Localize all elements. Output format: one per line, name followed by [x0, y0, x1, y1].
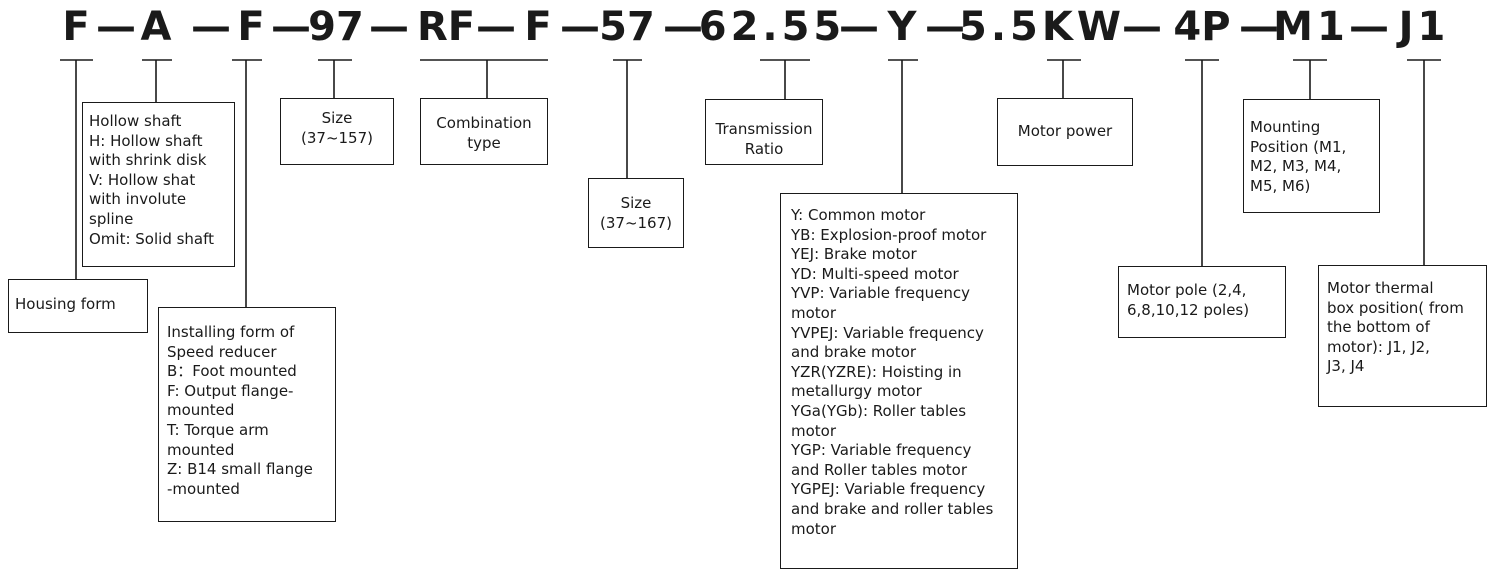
separator-dash: —: [191, 4, 231, 50]
box-line: Housing form: [15, 295, 116, 313]
box-line: type: [467, 133, 501, 152]
box-line: H: Hollow shaft: [89, 131, 203, 150]
housing-form-box: Housing form: [8, 279, 148, 333]
code-housing-form: F: [62, 4, 90, 50]
box-line: Transmission: [715, 120, 813, 138]
box-line: T: Torque arm: [167, 420, 269, 439]
code-motor-power: 5.5KW: [959, 4, 1125, 50]
code-motor-pole: 4P: [1173, 4, 1231, 50]
separator-dash: —: [1239, 4, 1279, 50]
combination-type-box: Combination type: [420, 98, 548, 165]
box-line: Z: B14 small flange: [167, 460, 313, 479]
separator-dash: —: [369, 4, 409, 50]
box-line: mounted: [167, 440, 235, 459]
box-line: Installing form of: [167, 323, 295, 341]
code-thermal-box: J1: [1398, 4, 1450, 50]
box-line: Size: [321, 109, 353, 127]
box-line: M5, M6): [1250, 176, 1311, 195]
box-line: motor: [791, 421, 837, 440]
code-size-57: 57: [599, 4, 655, 50]
installing-form-box: Installing form of Speed reducer B：Foot …: [158, 307, 336, 522]
code-size-97: 97: [308, 4, 364, 50]
separator-dash: —: [1349, 4, 1389, 50]
separator-dash: —: [476, 4, 516, 50]
box-line: and Roller tables motor: [791, 460, 968, 479]
box-line: YVPEJ: Variable frequency: [791, 323, 984, 342]
box-line: box position( from: [1327, 298, 1464, 317]
box-line: motor: [791, 519, 837, 538]
box-line: B：Foot mounted: [167, 362, 297, 381]
box-line: (37~167): [600, 213, 672, 232]
motor-pole-box: Motor pole (2,4, 6,8,10,12 poles): [1118, 266, 1286, 338]
box-line: YVP: Variable frequency: [791, 284, 971, 303]
separator-dash: —: [1122, 4, 1162, 50]
code-installing-form: F: [237, 4, 265, 50]
box-line: -mounted: [167, 479, 240, 498]
box-line: V: Hollow shat: [89, 170, 196, 189]
box-line: motor: [791, 303, 837, 322]
box-line: Hollow shaft: [89, 112, 182, 130]
box-line: the bottom of: [1327, 318, 1430, 337]
box-line: metallurgy motor: [791, 382, 922, 401]
box-line: M2, M3, M4,: [1250, 157, 1342, 176]
code-motor-type: Y: [887, 4, 917, 50]
separator-dash: —: [839, 4, 879, 50]
box-line: YB: Explosion-proof motor: [791, 225, 987, 244]
separator-dash: —: [663, 4, 703, 50]
code-f-second: F: [524, 4, 552, 50]
size-97-box: Size (37~157): [280, 98, 394, 165]
box-line: Combination: [436, 114, 532, 132]
box-line: Motor thermal: [1327, 279, 1434, 297]
box-line: Size: [620, 194, 652, 212]
box-line: and brake motor: [791, 343, 917, 362]
box-line: YD: Multi-speed motor: [791, 264, 959, 283]
box-line: Position (M1,: [1250, 137, 1347, 156]
code-mounting-position: M1: [1273, 4, 1349, 50]
box-line: with shrink disk: [89, 151, 207, 170]
box-line: Omit: Solid shaft: [89, 229, 215, 248]
box-line: Mounting: [1250, 118, 1321, 136]
hollow-shaft-box: Hollow shaft H: Hollow shaft with shrink…: [82, 102, 235, 267]
box-line: YGPEJ: Variable frequency: [791, 480, 986, 499]
separator-dash: —: [925, 4, 965, 50]
separator-dash: —: [271, 4, 311, 50]
box-line: YZR(YZRE): Hoisting in: [791, 362, 962, 381]
code-hollow-shaft: A: [140, 4, 172, 50]
size-57-box: Size (37~167): [588, 178, 684, 248]
code-combination-type: RF: [416, 4, 476, 50]
box-line: (37~157): [301, 128, 373, 147]
box-line: J3, J4: [1327, 357, 1365, 376]
transmission-ratio-box: Transmission Ratio: [705, 99, 823, 165]
separator-dash: —: [96, 4, 136, 50]
box-line: spline: [89, 209, 134, 228]
code-transmission-ratio: 62.55: [698, 4, 846, 50]
box-line: F: Output flange-: [167, 381, 294, 400]
thermal-box-position-box: Motor thermal box position( from the bot…: [1318, 265, 1487, 407]
box-line: Speed reducer: [167, 342, 277, 361]
box-line: 6,8,10,12 poles): [1127, 300, 1250, 319]
box-line: motor): J1, J2,: [1327, 337, 1430, 356]
box-line: YGP: Variable frequency: [791, 441, 972, 460]
motor-power-box: Motor power: [997, 98, 1133, 166]
box-line: Ratio: [744, 139, 784, 158]
box-line: and brake and roller tables: [791, 499, 994, 518]
box-line: YGa(YGb): Roller tables: [791, 401, 967, 420]
box-line: Motor power: [1017, 122, 1113, 140]
motor-type-box: Y: Common motor YB: Explosion-proof moto…: [780, 193, 1018, 569]
mounting-position-box: Mounting Position (M1, M2, M3, M4, M5, M…: [1243, 99, 1380, 213]
box-line: Y: Common motor: [791, 206, 926, 224]
separator-dash: —: [560, 4, 600, 50]
box-line: YEJ: Brake motor: [791, 245, 917, 264]
box-line: with involute: [89, 190, 187, 209]
box-line: Motor pole (2,4,: [1127, 281, 1247, 299]
box-line: mounted: [167, 401, 235, 420]
